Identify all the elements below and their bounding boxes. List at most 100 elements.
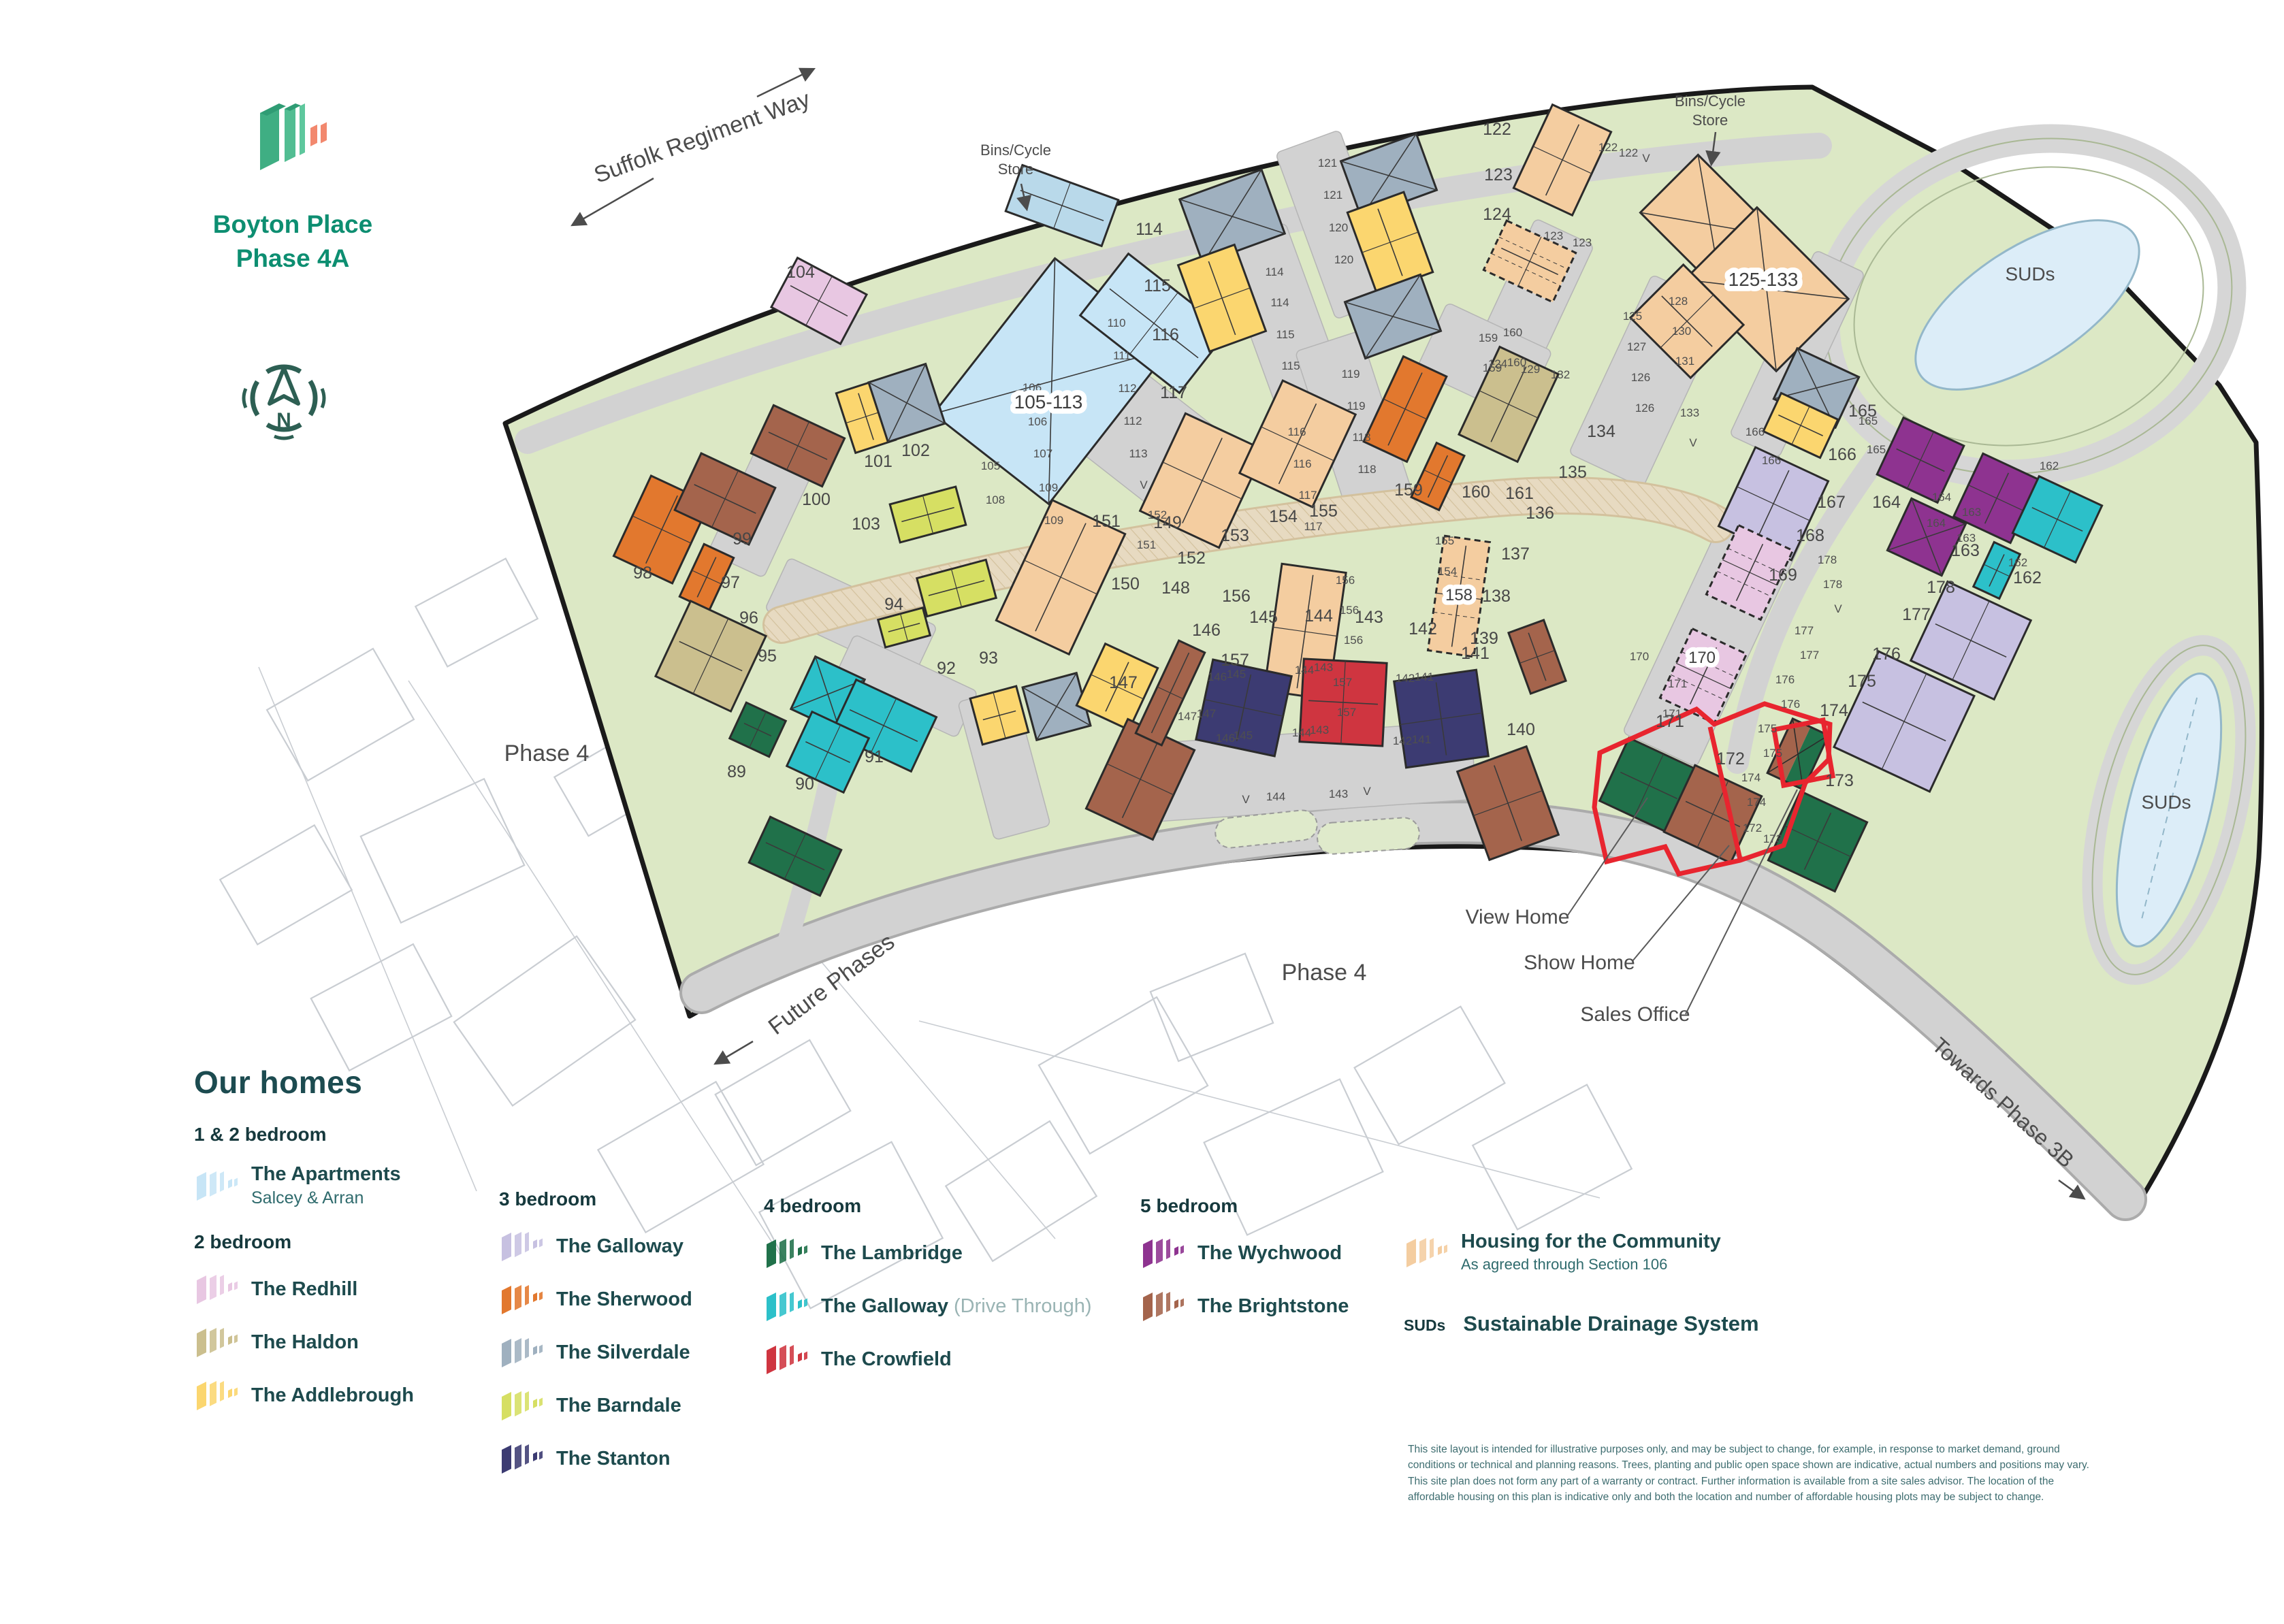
leader-line [1632, 845, 1730, 962]
building-co [1426, 534, 1492, 658]
legend-item-name: The Redhill [251, 1278, 358, 1300]
community-housing-icon [1404, 1234, 1447, 1271]
plot-number: 123 [1484, 165, 1513, 184]
building-ba [876, 606, 932, 649]
plot-number: 174 [1820, 701, 1848, 720]
apartments-icon [194, 1167, 238, 1204]
stanton-icon [499, 1440, 543, 1477]
legend-item-galloway: The Galloway [499, 1228, 758, 1265]
parking-bay-number: 162 [2008, 556, 2027, 569]
parking-bay-number: 177 [1800, 649, 1819, 662]
parking-bay-number: 122 [1619, 146, 1638, 159]
building-ad [1346, 191, 1434, 294]
map-label-view-home: View Home [1466, 906, 1570, 928]
building-st [1195, 658, 1293, 758]
plot-number: 148 [1161, 579, 1190, 598]
direction-arrow [570, 177, 654, 227]
building-ba [915, 558, 998, 618]
parking-bay-number: 147 [1197, 707, 1216, 720]
brand-block: Boyton Place Phase 4A [184, 95, 402, 276]
parking-bay-number: 143 [1329, 787, 1348, 800]
map-label-suds: SUDs [2005, 263, 2055, 285]
parking-bay-number: 151 [1137, 538, 1156, 551]
parking-bay-number: 178 [1823, 578, 1842, 591]
parking-bay-number: 112 [1123, 415, 1142, 427]
map-label-sales-office: Sales Office [1580, 1003, 1690, 1026]
lambridge-icon [764, 1235, 807, 1271]
parking-bay-number: 129 [1521, 363, 1540, 376]
parking-bay-number: 124 [1488, 357, 1507, 370]
parking-bay-number: 116 [1293, 457, 1311, 470]
building-rh [769, 256, 869, 346]
plot-number: 175 [1848, 672, 1876, 691]
legend-heading: 4 bedroom [764, 1195, 862, 1216]
plot-number: 97 [721, 573, 740, 592]
building-gd [785, 710, 871, 794]
legend-item-name: The Galloway [556, 1235, 683, 1257]
parking-bay-number: 121 [1318, 157, 1337, 169]
building-la [728, 701, 788, 758]
legend-item-brightstone: The Brightstone [1140, 1288, 1399, 1325]
parking-bay-number: 119 [1347, 400, 1365, 412]
parking-bay-number: 174 [1741, 771, 1760, 784]
parking-bay-number: 156 [1336, 574, 1355, 587]
map-label-suffolk-regiment-way: Suffolk Regiment Way [591, 86, 814, 189]
parking-bay-number: 106 [1023, 381, 1042, 394]
parking-bay-number: 117 [1298, 489, 1317, 502]
site-title: Boyton Place Phase 4A [212, 210, 373, 272]
parking-bay-number: 132 [1551, 368, 1570, 381]
plot-number: 176 [1872, 645, 1901, 664]
parking-bay-number: 156 [1340, 604, 1359, 617]
parking-bay-number: 146 [1216, 732, 1235, 745]
parking-bay-number: 114 [1270, 296, 1289, 309]
legend-item-name: The Stanton [556, 1447, 671, 1469]
barndale-icon [499, 1387, 543, 1424]
parking-bay-number: 119 [1341, 368, 1360, 380]
plot-number: 102 [901, 441, 930, 460]
building-ga [1833, 650, 1976, 793]
plot-number: 98 [633, 564, 652, 583]
parking-bay-number: 166 [1762, 454, 1781, 467]
parking-bay-number: 144 [1292, 726, 1311, 739]
building-ad [1176, 243, 1268, 353]
parking-bay-number: 163 [1957, 532, 1976, 545]
building-ad [1762, 391, 1839, 459]
suds-pond-north [1914, 219, 2140, 391]
plot-number: 143 [1355, 608, 1383, 627]
direction-arrow [756, 67, 816, 98]
parking-bay-number: 114 [1265, 265, 1283, 278]
building-ga [1909, 580, 2033, 701]
legend-item-suffix: (Drive Through) [948, 1295, 1092, 1317]
parking-bay-number: 118 [1352, 431, 1370, 444]
leader-line [1566, 797, 1648, 917]
parking-bay-number: 162 [2040, 459, 2059, 472]
legend-item-name: The Apartments [251, 1163, 401, 1185]
building-gd [1972, 540, 2022, 600]
parking-bay-number: 115 [1276, 328, 1294, 341]
plot-number: 171 [1656, 712, 1684, 731]
building-ha [1457, 345, 1560, 464]
parking-bay-number: 164 [1932, 491, 1951, 504]
building-ap [1078, 252, 1229, 395]
plot-range-label: 125-133 [1728, 269, 1799, 290]
plot-number: 177 [1902, 605, 1931, 624]
parking-bay-number: 144 [1295, 664, 1314, 677]
parking-bay-number: V [1834, 602, 1842, 615]
parking-bay-number: 109 [1039, 481, 1058, 494]
legend-item-name: The Sherwood [556, 1288, 692, 1310]
parking-bay-number: 159 [1479, 331, 1498, 344]
parking-bay-number: 113 [1129, 447, 1147, 460]
parking-bay-number: 107 [1033, 447, 1052, 460]
plot-number: 145 [1249, 608, 1278, 627]
plot-number: 140 [1507, 720, 1535, 739]
building-rh [1705, 523, 1795, 621]
building-si [1021, 671, 1092, 742]
plot-number: 167 [1817, 493, 1846, 512]
plot-number: 173 [1825, 771, 1854, 790]
parking-bay-number: 145 [1227, 668, 1246, 681]
legend-item-lambridge: The Lambridge [764, 1235, 1118, 1271]
parking-bay-number: 176 [1775, 673, 1795, 686]
plot-number: 94 [884, 595, 903, 614]
